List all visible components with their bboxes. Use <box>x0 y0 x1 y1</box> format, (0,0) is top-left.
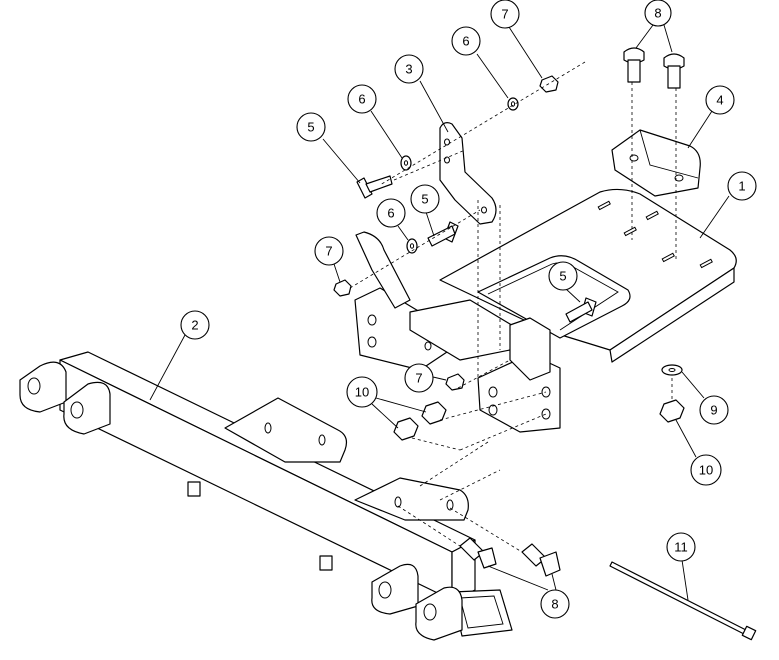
callout-5-plate-label: 5 <box>559 269 566 284</box>
nut-center <box>445 373 465 391</box>
callout-7-top: 7 <box>490 0 520 29</box>
callout-6-upper-label: 6 <box>358 92 365 107</box>
callout-8-bottom: 8 <box>540 589 570 619</box>
callout-7-left-label: 7 <box>325 244 332 259</box>
locknut-a <box>421 401 447 425</box>
leader-lines <box>149 24 730 601</box>
bolt-bottom-left <box>459 537 497 569</box>
callout-5-left-label: 5 <box>307 120 314 135</box>
bolt-left <box>356 175 393 199</box>
callout-8-bottom-label: 8 <box>551 597 558 612</box>
locknut-right <box>659 399 685 423</box>
callout-7-top-label: 7 <box>501 7 508 22</box>
callout-10-right: 10 <box>690 454 722 486</box>
callout-4: 4 <box>705 85 735 115</box>
callout-11: 11 <box>666 532 696 562</box>
callout-6-top: 6 <box>451 26 481 56</box>
bolt-bottom-right <box>521 543 561 577</box>
callout-6-upper: 6 <box>347 84 377 114</box>
cable-tie-part-11 <box>609 561 757 641</box>
callout-2: 2 <box>180 310 210 340</box>
callout-6-middle-label: 6 <box>387 206 394 221</box>
nut-left <box>333 279 352 297</box>
callout-1-label: 1 <box>738 179 745 194</box>
side-plate-part-3 <box>439 122 497 225</box>
callout-7-left: 7 <box>314 236 344 266</box>
callout-3: 3 <box>394 54 424 84</box>
callout-7-center: 7 <box>404 363 434 393</box>
callout-6-top-label: 6 <box>462 34 469 49</box>
plate-slots <box>597 200 713 269</box>
mount-plate-part-1 <box>354 188 737 433</box>
receiver-tube-part-2 <box>19 351 513 641</box>
callout-8-top: 8 <box>644 0 672 27</box>
callout-5-center: 5 <box>410 184 440 214</box>
locknut-b <box>393 417 419 441</box>
callout-1: 1 <box>727 171 757 201</box>
bolt-plate <box>565 297 597 323</box>
callout-11-label: 11 <box>674 540 688 555</box>
bolt-top-right <box>663 53 685 89</box>
callout-9: 9 <box>699 395 729 425</box>
callout-4-label: 4 <box>716 93 723 108</box>
assembly-lines <box>349 61 677 553</box>
callout-10-left: 10 <box>346 376 378 408</box>
callout-8-top-label: 8 <box>654 6 661 21</box>
callout-5-center-label: 5 <box>421 192 428 207</box>
callout-5-left: 5 <box>296 112 326 142</box>
callout-9-label: 9 <box>710 403 717 418</box>
callout-10-left-label: 10 <box>355 385 369 400</box>
bolt-top-left <box>623 47 645 83</box>
callout-6-middle: 6 <box>376 198 406 228</box>
callout-10-right-label: 10 <box>699 463 713 478</box>
callout-3-label: 3 <box>405 62 412 77</box>
callout-2-label: 2 <box>191 318 198 333</box>
callout-5-plate: 5 <box>548 261 578 291</box>
callout-7-center-label: 7 <box>415 371 422 386</box>
bracket-part-4 <box>611 129 701 197</box>
